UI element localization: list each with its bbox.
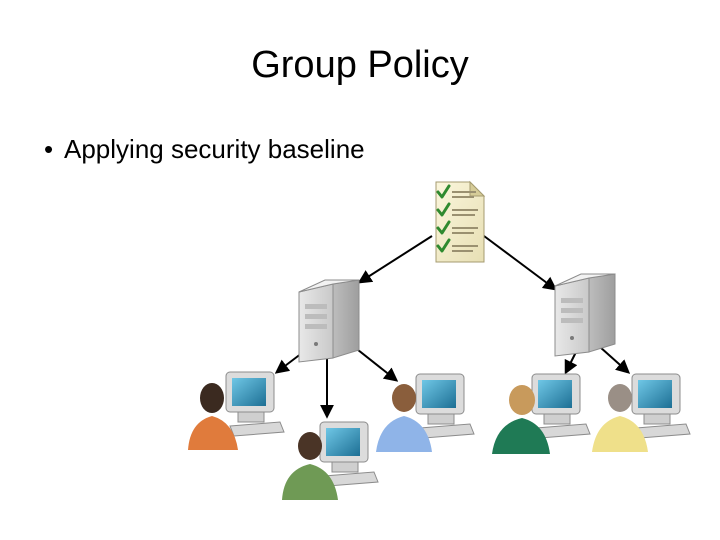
bullet-item: • Applying security baseline — [44, 134, 365, 165]
server-icon — [298, 279, 360, 363]
user-workstation-icon — [376, 373, 475, 452]
user-workstation-icon — [492, 373, 591, 454]
arrow-right-server-to-user-5 — [599, 346, 631, 374]
bullet-text: Applying security baseline — [64, 134, 365, 164]
policy-document-icon — [435, 180, 486, 263]
user-workstation-icon — [282, 421, 379, 500]
user-workstation-icon — [592, 373, 691, 452]
slide-title: Group Policy — [251, 44, 469, 86]
arrow-doc-to-left-server — [357, 235, 433, 284]
arrow-doc-to-right-server — [483, 235, 558, 291]
bullet-dot-icon: • — [44, 134, 54, 164]
server-icon — [554, 273, 616, 357]
user-workstation-icon — [188, 371, 285, 450]
